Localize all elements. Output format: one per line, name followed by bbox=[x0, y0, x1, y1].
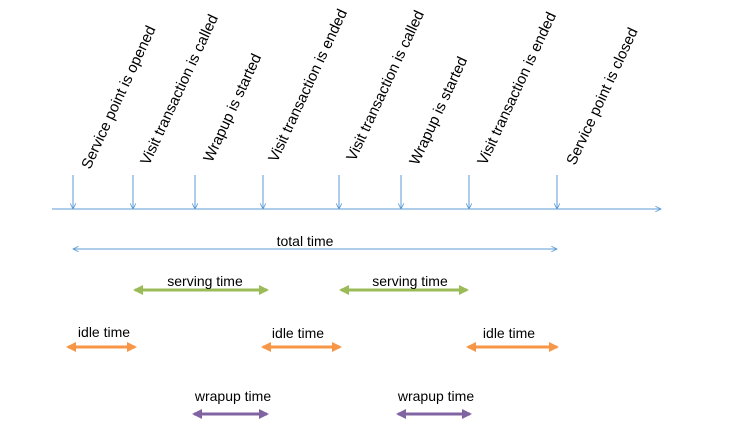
event-service-point-opened: Service point is opened bbox=[73, 23, 160, 209]
event-label: Service point is closed bbox=[563, 25, 641, 167]
serving-time-span-2: serving time bbox=[339, 273, 469, 295]
serving-time-label: serving time bbox=[167, 273, 243, 289]
wrapup-time-span-1: wrapup time bbox=[192, 388, 271, 419]
event-visit-transaction-ended: Visit transaction is ended bbox=[469, 10, 560, 209]
idle-time-span-1: idle time bbox=[66, 324, 137, 352]
wrapup-time-span-2: wrapup time bbox=[396, 388, 474, 419]
idle-time-label: idle time bbox=[78, 324, 130, 340]
timeline-events: Service point is opened Visit transactio… bbox=[73, 7, 642, 209]
idle-time-span-3: idle time bbox=[466, 325, 559, 352]
total-time-label: total time bbox=[277, 233, 334, 249]
event-label: Visit transaction is ended bbox=[474, 10, 560, 168]
wrapup-time-label: wrapup time bbox=[397, 388, 474, 404]
idle-time-label: idle time bbox=[272, 325, 324, 341]
total-time-span: total time bbox=[73, 233, 557, 249]
event-wrapup-started: Wrapup is started bbox=[195, 51, 265, 209]
event-visit-transaction-ended: Visit transaction is ended bbox=[263, 7, 351, 209]
event-label: Wrapup is started bbox=[200, 51, 265, 164]
event-label: Wrapup is started bbox=[406, 54, 471, 167]
serving-time-span-1: serving time bbox=[133, 273, 269, 295]
idle-time-label: idle time bbox=[483, 325, 535, 341]
serving-time-label: serving time bbox=[372, 273, 448, 289]
idle-time-span-2: idle time bbox=[261, 325, 342, 352]
wrapup-time-label: wrapup time bbox=[194, 388, 271, 404]
event-service-point-closed: Service point is closed bbox=[557, 25, 642, 209]
event-label: Visit transaction is ended bbox=[265, 7, 351, 165]
event-wrapup-started: Wrapup is started bbox=[401, 54, 471, 209]
event-visit-transaction-called: Visit transaction is called bbox=[339, 8, 428, 209]
